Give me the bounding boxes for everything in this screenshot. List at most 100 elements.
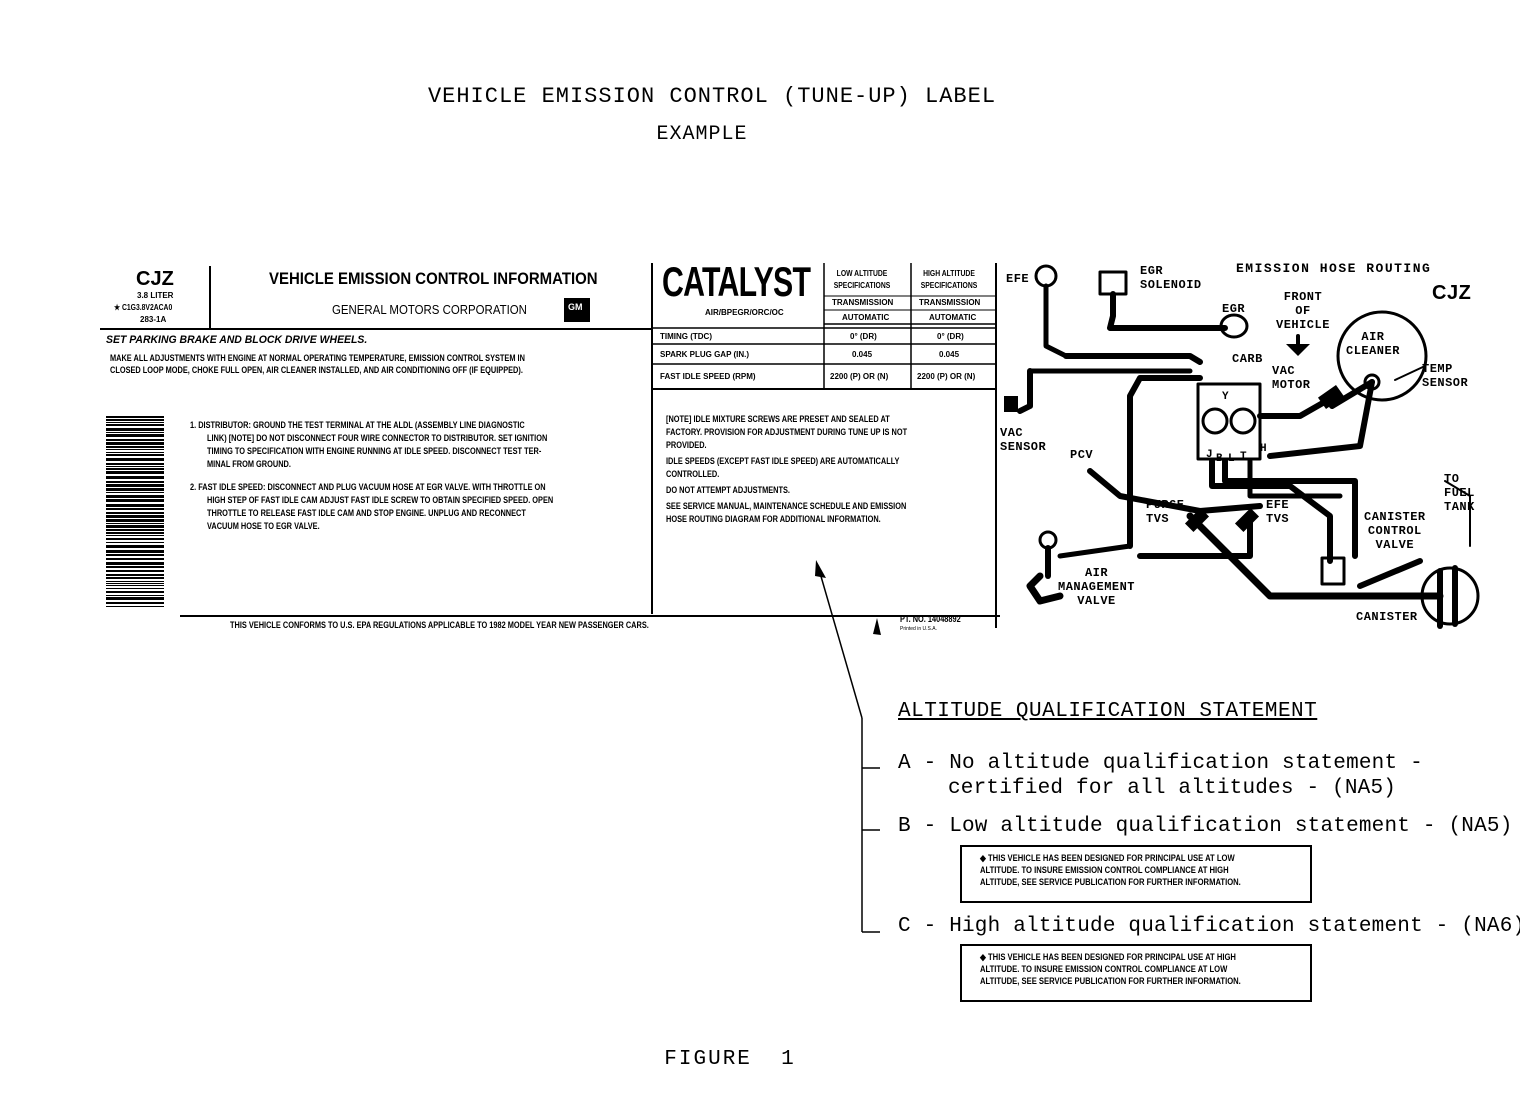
barcode-bar — [106, 545, 164, 548]
label-pcv: PCV — [1070, 448, 1094, 462]
spec-row-low: 2200 (P) OR (N) — [830, 372, 889, 381]
step2-line-2: HIGH STEP OF FAST IDLE CAM ADJUST FAST I… — [207, 495, 554, 505]
barcode-bar — [106, 439, 164, 441]
step1-line-3: TIMING TO SPECIFICATION WITH ENGINE RUNN… — [207, 446, 542, 456]
barcode-bar — [106, 583, 164, 584]
high-automatic: AUTOMATIC — [929, 313, 977, 322]
barcode-bar — [106, 542, 164, 543]
label-egr-solenoid: EGR SOLENOID — [1140, 264, 1202, 292]
port-j: J — [1206, 449, 1214, 461]
low-box-line: ◆ THIS VEHICLE HAS BEEN DESIGNED FOR PRI… — [980, 853, 1235, 863]
barcode-bar — [106, 452, 164, 453]
barcode-bar — [106, 602, 164, 604]
low-box-line: ALTITUDE. TO INSURE EMISSION CONTROL COM… — [980, 865, 1229, 875]
barcode-bar — [106, 508, 164, 510]
barcode-bar — [106, 471, 164, 474]
label-purge-tvs: PURGE TVS — [1146, 498, 1185, 526]
engine-family: ★ C1G3.8V2ACA0 — [114, 303, 173, 312]
barcode-bar — [106, 442, 164, 445]
barcode-bar — [106, 525, 164, 528]
altitude-a-line1: A - No altitude qualification statement … — [898, 752, 1423, 775]
displacement: 3.8 LITER — [137, 291, 174, 300]
high-altitude-box: ◆ THIS VEHICLE HAS BEEN DESIGNED FOR PRI… — [960, 944, 1312, 1002]
systems: AIR/BPEGR/ORC/OC — [705, 308, 784, 317]
intro-line-2: CLOSED LOOP MODE, CHOKE FULL OPEN, AIR C… — [110, 365, 523, 375]
barcode-bar — [106, 492, 164, 493]
altitude-heading: ALTITUDE QUALIFICATION STATEMENT — [898, 700, 1318, 723]
barcode-bar — [106, 476, 164, 479]
part-ref: 283-1A — [140, 315, 167, 324]
barcode-bar — [106, 566, 164, 568]
figure-caption: FIGURE 1 — [664, 1048, 796, 1071]
label-canister-valve: CANISTER CONTROL VALVE — [1364, 510, 1426, 552]
barcode-bar — [106, 535, 164, 536]
barcode-bar — [106, 597, 164, 600]
step2-line-4: VACUUM HOSE TO EGR VALVE. — [207, 521, 320, 531]
note-line-6: DO NOT ATTEMPT ADJUSTMENTS. — [666, 485, 790, 495]
barcode-bars — [106, 416, 164, 607]
label-temp-sensor: TEMP SENSOR — [1422, 362, 1469, 390]
barcode-bar — [106, 463, 164, 465]
high-transmission: TRANSMISSION — [919, 298, 981, 307]
spec-row-name: TIMING (TDC) — [660, 332, 712, 341]
spec-row-high: 0.045 — [939, 350, 960, 359]
diagram-title: EMISSION HOSE ROUTING — [1236, 261, 1432, 276]
barcode-bar — [106, 481, 164, 483]
intro-line-1: MAKE ALL ADJUSTMENTS WITH ENGINE AT NORM… — [110, 353, 525, 363]
warning-text: SET PARKING BRAKE AND BLOCK DRIVE WHEELS… — [106, 334, 368, 346]
barcode-bar — [106, 558, 164, 560]
low-transmission: TRANSMISSION — [832, 298, 894, 307]
step2-line-3: THROTTLE TO RELEASE FAST IDLE CAM AND ST… — [207, 508, 526, 518]
barcode-bar — [106, 416, 164, 418]
barcode-bar — [106, 446, 164, 448]
low-altitude-box: ◆ THIS VEHICLE HAS BEEN DESIGNED FOR PRI… — [960, 845, 1312, 903]
label-vac-motor: VAC MOTOR — [1272, 364, 1311, 392]
label-egr: EGR — [1222, 302, 1246, 316]
step2-line-1: 2. FAST IDLE SPEED: DISCONNECT AND PLUG … — [190, 482, 546, 492]
note-line-3: PROVIDED. — [666, 440, 707, 450]
note-line-8: HOSE ROUTING DIAGRAM FOR ADDITIONAL INFO… — [666, 514, 881, 524]
altitude-b-line: B - Low altitude qualification statement… — [898, 815, 1513, 838]
page-title: VEHICLE EMISSION CONTROL (TUNE-UP) LABEL — [427, 84, 997, 109]
barcode-bar — [106, 488, 164, 491]
low-altitude-header: LOW ALTITUDE SPECIFICATIONS — [833, 269, 891, 290]
low-automatic: AUTOMATIC — [842, 313, 890, 322]
altitude-c-line: C - High altitude qualification statemen… — [898, 915, 1520, 938]
barcode-bar — [106, 529, 164, 531]
barcode-bar — [106, 606, 164, 607]
barcode-bar — [106, 588, 164, 589]
port-y: Y — [1222, 391, 1230, 403]
port-l: L — [1228, 453, 1236, 465]
step1-line-4: MINAL FROM GROUND. — [207, 459, 291, 469]
spec-row-high: 2200 (P) OR (N) — [917, 372, 976, 381]
label-carb: CARB — [1232, 352, 1263, 366]
barcode-bar — [106, 538, 164, 540]
barcode-bar — [106, 585, 164, 586]
step1-line-2: LINK) [NOTE] DO NOT DISCONNECT FOUR WIRE… — [207, 433, 548, 443]
barcode-bar — [106, 515, 164, 518]
engine-code: CJZ — [136, 268, 174, 290]
port-b: B — [1216, 453, 1224, 465]
barcode-bar — [106, 419, 164, 421]
barcode-bar — [106, 532, 164, 534]
label-footer: THIS VEHICLE CONFORMS TO U.S. EPA REGULA… — [230, 620, 649, 630]
label-efe-tvs: EFE TVS — [1266, 498, 1290, 526]
high-box-line: ◆ THIS VEHICLE HAS BEEN DESIGNED FOR PRI… — [980, 952, 1236, 962]
barcode-bar — [106, 428, 164, 431]
barcode-bar — [106, 466, 164, 467]
label-air-management: AIR MANAGEMENT VALVE — [1058, 566, 1136, 608]
low-box-line: ALTITUDE, SEE SERVICE PUBLICATION FOR FU… — [980, 877, 1241, 887]
label-vac-sensor: VAC SENSOR — [1000, 426, 1047, 454]
catalyst-heading: CATALYST — [662, 258, 811, 305]
label-to-fuel-tank: TO FUEL TANK — [1444, 472, 1475, 514]
emission-label: CJZ 3.8 LITER ★ C1G3.8V2ACA0 283-1A VEHI… — [100, 258, 1002, 638]
barcode-bar — [106, 422, 164, 423]
barcode-bar — [106, 562, 164, 565]
barcode-bar — [106, 550, 164, 553]
label-front: FRONT OF VEHICLE — [1276, 290, 1330, 332]
port-t: T — [1240, 451, 1248, 463]
barcode-bar — [106, 591, 164, 593]
barcode-bar — [106, 512, 164, 514]
barcode-bar — [106, 454, 164, 456]
barcode-bar — [106, 468, 164, 470]
